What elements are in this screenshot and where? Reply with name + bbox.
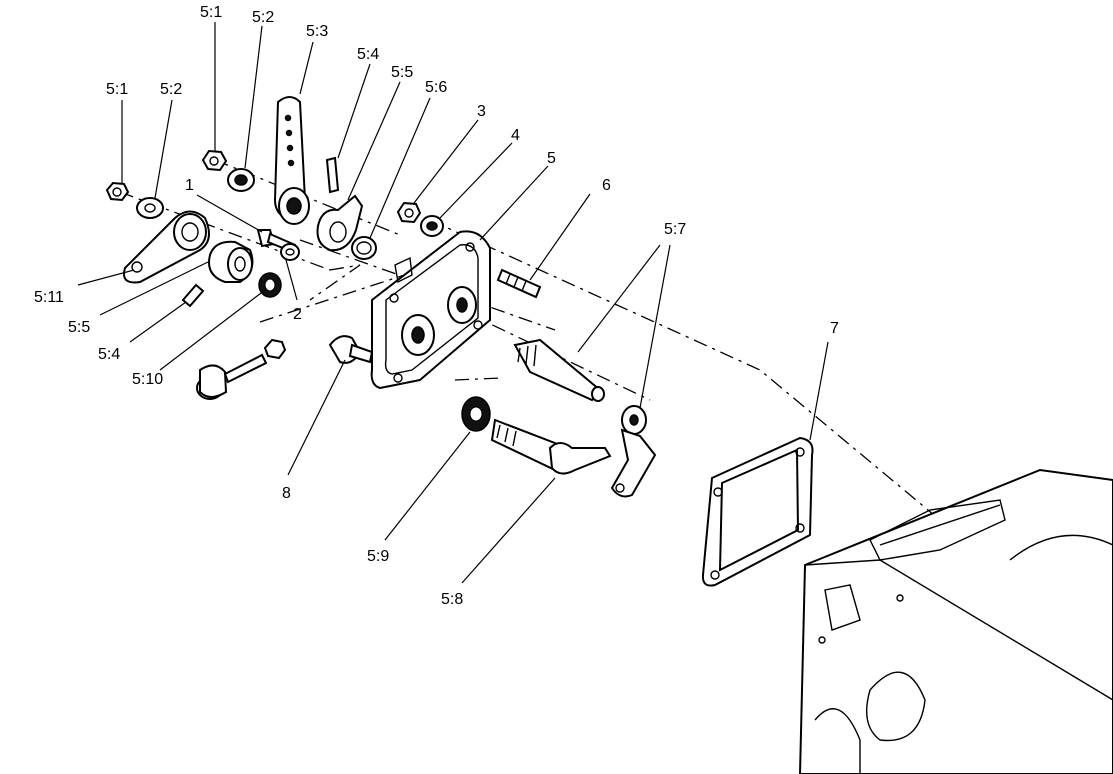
adjusting-screw-assembly — [196, 338, 287, 400]
pin-5-4-upper — [325, 156, 340, 194]
lever-plate-5-7 — [610, 405, 657, 498]
callout-5-10: 5:10 — [132, 371, 164, 388]
bushing-5-10 — [258, 272, 282, 298]
callout-1: 1 — [185, 177, 194, 194]
callout-5-7: 5:7 — [664, 221, 687, 238]
assembly-axis-lines — [119, 159, 941, 521]
leader-lines — [77, 22, 829, 584]
gasket-7 — [701, 436, 814, 587]
washer-5-2-left — [136, 197, 164, 219]
callout-5-6: 5:6 — [425, 79, 448, 96]
callout-5-2-upper: 5:2 — [252, 9, 275, 26]
callout-5-2-left: 5:2 — [160, 81, 183, 98]
nut-3 — [396, 201, 422, 224]
plug-8 — [328, 335, 374, 364]
callout-5-4-upper: 5:4 — [357, 46, 380, 63]
hub-5-5-left — [208, 240, 254, 283]
lever-5-11 — [123, 210, 210, 284]
washer-2 — [280, 243, 300, 261]
callout-4: 4 — [511, 127, 520, 144]
callout-2: 2 — [293, 306, 302, 323]
callout-5-9: 5:9 — [367, 548, 390, 565]
nut-5-1-left — [105, 181, 130, 202]
callout-6: 6 — [602, 177, 611, 194]
lever-5-3 — [273, 96, 310, 225]
callout-5-8: 5:8 — [441, 591, 464, 608]
o-ring-5-6 — [351, 236, 377, 260]
hub-5-5-upper — [316, 194, 364, 252]
cover-housing-5 — [370, 230, 491, 390]
callout-5: 5 — [547, 150, 556, 167]
callout-5-3: 5:3 — [306, 23, 329, 40]
callout-5-1-left: 5:1 — [106, 81, 129, 98]
callout-5-5-left: 5:5 — [68, 319, 91, 336]
callout-5-1-upper: 5:1 — [200, 4, 223, 21]
center-shaft — [513, 338, 605, 402]
pin-5-4-left — [181, 283, 205, 308]
crank-shaft-5-8 — [490, 418, 612, 475]
washer-5-2-upper — [227, 168, 255, 192]
nut-5-1-upper — [201, 149, 228, 172]
callout-5-4-left: 5:4 — [98, 346, 121, 363]
washer-4 — [420, 215, 444, 237]
engine-block — [798, 468, 1113, 774]
callout-7: 7 — [830, 320, 839, 337]
gear-5-9 — [461, 396, 491, 432]
callout-3: 3 — [477, 103, 486, 120]
callout-8: 8 — [282, 485, 291, 502]
callout-5-5-upper: 5:5 — [391, 64, 414, 81]
callout-5-11: 5:11 — [34, 289, 64, 306]
stud-6 — [496, 268, 542, 299]
